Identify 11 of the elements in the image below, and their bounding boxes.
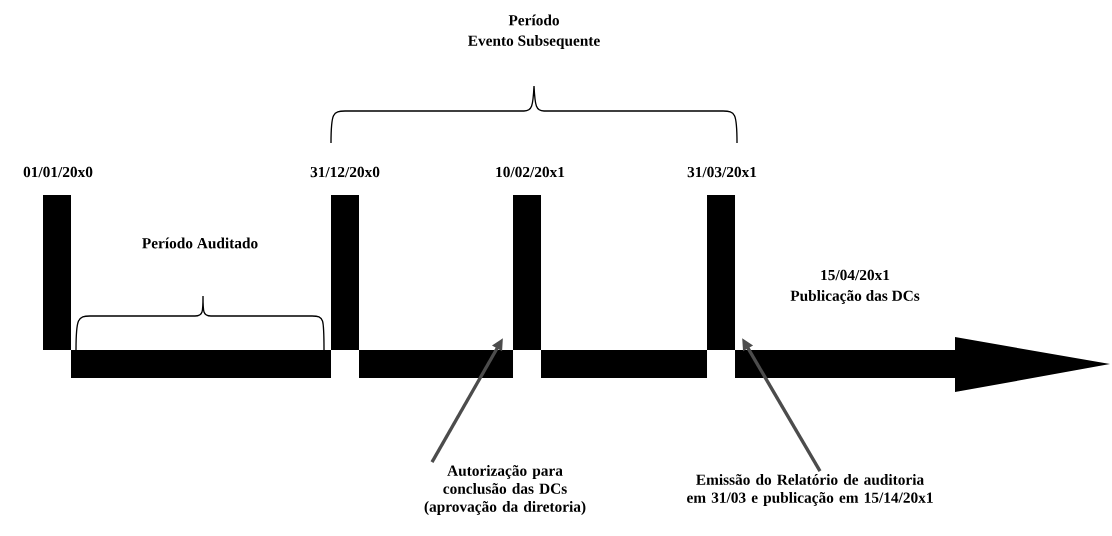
date-label: 31/03/20x1 xyxy=(687,166,757,178)
period-label: Período xyxy=(508,14,559,26)
note-label: Publicação das DCs xyxy=(790,290,920,304)
date-label: 10/02/20x1 xyxy=(496,166,565,178)
date-label: 31/12/20x0 xyxy=(310,166,380,178)
annotation-text: Emissão do Relatório de auditoria em 31/03 e publicação em 15/14/20x1 xyxy=(687,474,933,506)
annotation-text: Autorização para conclusão das DCs (aprovação da diretoria) xyxy=(424,465,586,515)
date-label: 15/04/20x1 xyxy=(821,269,890,281)
period-label: Período Auditado xyxy=(142,237,258,249)
period-label: Evento Subsequente xyxy=(468,35,600,49)
date-label: 01/01/20x0 xyxy=(23,166,93,178)
